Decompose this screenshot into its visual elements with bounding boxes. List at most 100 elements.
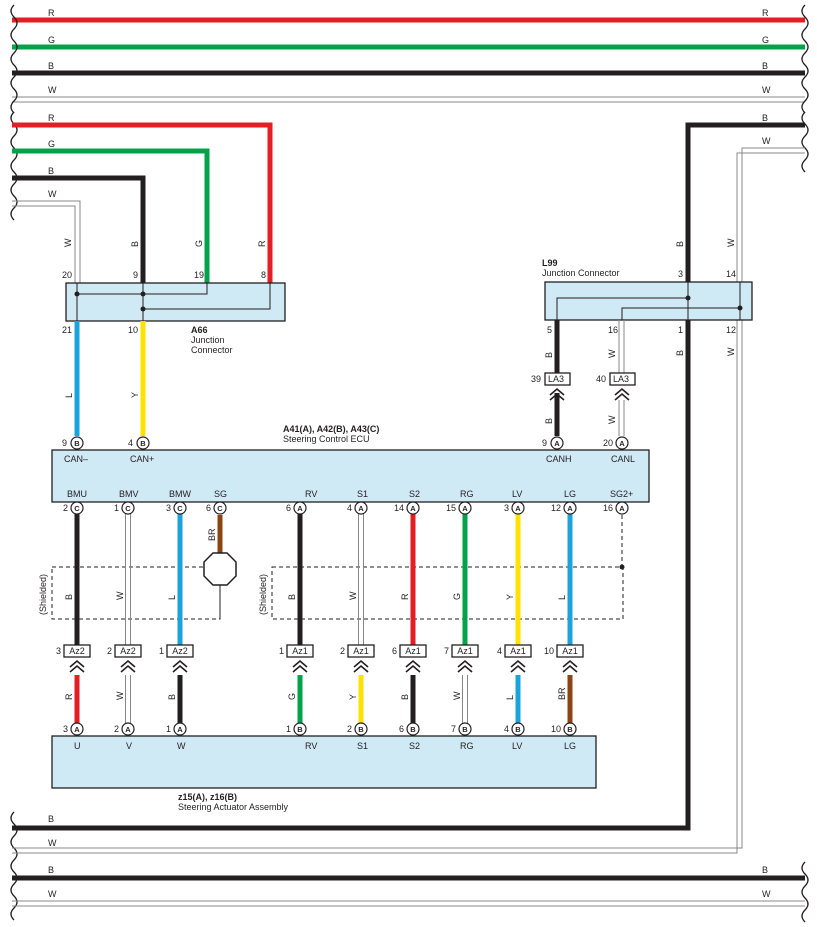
bottom-bus: B W B B W W [12, 814, 805, 907]
la3-conn-2-pin: 40 [596, 374, 606, 384]
l99-pin-3: 3 [678, 269, 683, 279]
l99-name: L99 [542, 258, 558, 268]
actuator-terminal-6-pin: 7 [451, 724, 456, 734]
az-connector-box-2 [166, 644, 194, 658]
az-connector-chevron-5 [405, 659, 421, 673]
ecu-label-bmu: BMU [67, 489, 87, 499]
az-connector-chevron-0 [69, 659, 85, 673]
steering-actuator-assembly: z15(A), z16(B) Steering Actuator Assembl… [51, 735, 597, 812]
ecu-term-canl-conn: A [619, 439, 625, 448]
az-connector-pin-1: 2 [107, 646, 112, 656]
can-right-wires: LA3 LA3 39 40 B W B W [531, 320, 636, 436]
az-connector-box-6 [451, 644, 479, 658]
bus-r-label-right: R [762, 8, 769, 18]
top-bus: R R G G B B W W [12, 8, 805, 103]
ecu-label-s1: S1 [357, 489, 368, 499]
ecu-desc: Steering Control ECU [283, 434, 370, 444]
az-connector-name-5: Az1 [405, 646, 421, 656]
ecu-bottom-terminal-3-pin: 6 [206, 503, 211, 513]
l99-pin-12: 12 [726, 325, 736, 335]
ecu-term-can-minus: B 9 CAN– [62, 436, 88, 464]
act-label-rv: RV [305, 741, 317, 751]
ecu-bottom-terminal-4-conn: A [297, 504, 303, 513]
az-connector-pin-0: 3 [56, 646, 61, 656]
actuator-terminal-1-conn: A [125, 725, 131, 734]
ecu-label-bmv: BMV [119, 489, 139, 499]
sg-wire-label: BR [207, 528, 217, 541]
wire-lower-label-4: Y [348, 694, 358, 700]
ecu-bottom-terminal-5-pin: 4 [347, 503, 352, 513]
a66-g-vert-label: G [194, 240, 204, 247]
actuator-terminal-1-circle [121, 722, 135, 736]
az-connector-name-4: Az1 [353, 646, 369, 656]
az-connector-name-3: Az1 [292, 646, 308, 656]
az-connector-name-1: Az2 [120, 646, 136, 656]
canh-wire-label-2: B [544, 418, 554, 424]
canl-wire-label-1: W [607, 349, 617, 358]
bottom-w-label-1: W [48, 838, 57, 848]
actuator-terminal-8-conn: B [567, 725, 573, 734]
az-connector-name-6: Az1 [457, 646, 473, 656]
ecu-bottom-terminal-3-circle [213, 501, 227, 515]
a66-pin-21: 21 [62, 325, 72, 335]
wire-upper-label-2: L [167, 595, 177, 600]
ecu-bottom-terminal-1-conn: C [125, 504, 131, 513]
ecu-label-s2: S2 [409, 489, 420, 499]
a66-pin-19: 19 [194, 270, 204, 280]
az-connector-pin-5: 6 [392, 646, 397, 656]
ecu-bottom-terminal-0-pin: 2 [63, 503, 68, 513]
ecu-label-sg: SG [214, 489, 227, 499]
wire-lower-label-2: B [167, 694, 177, 700]
act-label-lg: LG [564, 741, 576, 751]
ecu-bottom-terminal-2-pin: 3 [166, 503, 171, 513]
ecu-bottom-terminal-10-conn: A [619, 504, 625, 513]
actuator-terminal-7-pin: 4 [504, 724, 509, 734]
az-connector-name-0: Az2 [69, 646, 85, 656]
steering-control-ecu: A41(A), A42(B), A43(C) Steering Control … [51, 424, 650, 503]
wire-upper-label-4: W [348, 591, 358, 600]
ecu-bottom-terminal-1-circle [121, 501, 135, 515]
ecu-bottom-terminal-5-circle [354, 501, 368, 515]
actuator-terminal-0-conn: A [74, 725, 80, 734]
az-connector-name-8: Az1 [562, 646, 578, 656]
bus-g-label-right: G [762, 35, 769, 45]
az-connector-name-7: Az1 [510, 646, 526, 656]
az-connector-box-5 [399, 644, 427, 658]
wire-upper-label-1: W [115, 591, 125, 600]
a66-feed-wires: R G B W W B G R [12, 113, 273, 283]
act-label-lv: LV [512, 741, 522, 751]
actuator-terminal-8-pin: 10 [551, 724, 561, 734]
bus-b-label-left: B [48, 61, 54, 71]
az-connector-box-0 [63, 644, 91, 658]
az-connector-pin-4: 2 [340, 646, 345, 656]
az-connector-box-8 [556, 644, 584, 658]
ecu-label-lv: LV [512, 489, 522, 499]
act-label-s1: S1 [357, 741, 368, 751]
ecu-bottom-terminal-4-pin: 6 [286, 503, 291, 513]
la3-conn-1-pin: 39 [531, 374, 541, 384]
ecu-term-can-plus: B 4 CAN+ [128, 436, 154, 464]
act-label-u: U [74, 741, 81, 751]
actuator-desc: Steering Actuator Assembly [178, 802, 289, 812]
az-connector-chevron-8 [562, 659, 578, 673]
wire-lower-label-1: W [115, 691, 125, 700]
actuator-terminal-5-pin: 6 [399, 724, 404, 734]
wire-upper-label-5: R [400, 593, 410, 600]
actuator-terminal-2-pin: 1 [166, 724, 171, 734]
actuator-terminal-0-pin: 3 [63, 724, 68, 734]
a66-feed-w-label: W [48, 189, 57, 199]
az-connector-pin-2: 1 [159, 646, 164, 656]
bus-b-label-right: B [762, 61, 768, 71]
ecu-bottom-terminal-6-conn: A [410, 504, 416, 513]
wire-upper-label-0: B [64, 594, 74, 600]
a66-pin-8: 8 [261, 270, 266, 280]
can-left-wires: L Y [64, 321, 146, 436]
bottom-w-label-3: W [762, 889, 771, 899]
ecu-term-canh-label: CANH [546, 454, 572, 464]
ecu-top-terminals: B 9 CAN– B 4 CAN+ A 9 CANH A 20 CANL [62, 436, 635, 464]
a66-feed-r-label: R [48, 113, 55, 123]
ecu-bottom-terminal-8-pin: 3 [504, 503, 509, 513]
bus-w-label-left: W [48, 85, 57, 95]
ecu-bottom-terminal-8-conn: A [515, 504, 521, 513]
wire-lower-label-6: W [452, 691, 462, 700]
